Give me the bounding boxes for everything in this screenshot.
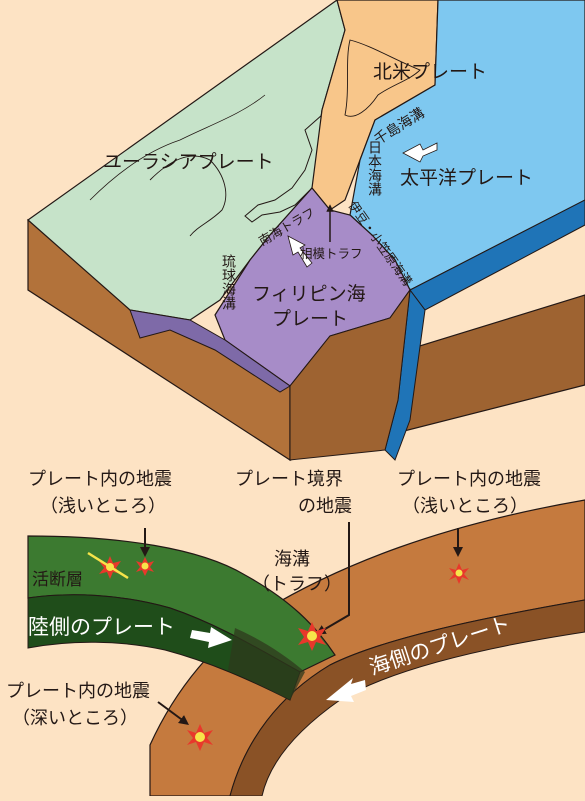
label-eurasian-plate: ユーラシアプレート [103, 151, 274, 173]
label-intraplate-shallow-right-1: プレート内の地震 [397, 469, 541, 490]
label-trench-1: 海溝 [274, 549, 310, 570]
coastline-west [89, 94, 266, 201]
label-philippine-sea-plate-1: フィリピン海 [252, 283, 366, 305]
label-intraplate-deep-2: （深いところ） [12, 708, 138, 729]
sea-plate-arrow [326, 678, 366, 702]
label-intraplate-shallow-right-2: （浅いところ） [402, 496, 528, 517]
philippine-sea-slab [129, 309, 291, 393]
active-fault-line [87, 551, 129, 580]
label-philippine-sea-plate-2: プレート [272, 308, 348, 330]
label-north-american-plate: 北米プレート [373, 61, 487, 83]
philippine-motion-arrow [287, 235, 313, 268]
plate-overlap [228, 628, 305, 700]
pointer-boundary [315, 522, 350, 635]
quake-burst-shallow-right [449, 563, 469, 584]
pointer-deep [157, 701, 190, 725]
label-pacific-plate: 太平洋プレート [400, 167, 533, 189]
label-intraplate-shallow-left-2: （浅いところ） [40, 496, 166, 517]
quake-burst-shallow-left [136, 557, 154, 576]
hokkaido-coast [344, 39, 421, 117]
label-sagami-trough: 相模トラフ [300, 246, 363, 261]
label-active-fault: 活断層 [32, 570, 83, 590]
label-trench-2: （トラフ） [252, 574, 342, 595]
label-intraplate-deep-1: プレート内の地震 [6, 681, 150, 702]
label-ryukyu-trench: 琉球海溝 [220, 254, 236, 310]
korea-coast [149, 155, 227, 237]
label-japan-trench: 日本海溝 [366, 140, 382, 196]
label-intraplate-shallow-left-1: プレート内の地震 [28, 469, 172, 490]
philippine-sea-edge [289, 288, 411, 461]
quake-burst-boundary [298, 622, 326, 651]
quake-burst-deep [187, 724, 213, 751]
label-land-plate: 陸側のプレート [28, 615, 175, 639]
label-boundary-2: の地震 [298, 496, 352, 517]
map-block: ユーラシアプレート 北米プレート 太平洋プレート フィリピン海 プレート 千島海… [27, 0, 585, 462]
cross-section: プレート内の地震 （浅いところ） プレート境界 の地震 プレート内の地震 （浅い… [6, 469, 585, 797]
label-boundary-1: プレート境界 [235, 469, 343, 490]
land-plate-arrow [190, 627, 232, 648]
pacific-motion-arrow [402, 142, 438, 163]
